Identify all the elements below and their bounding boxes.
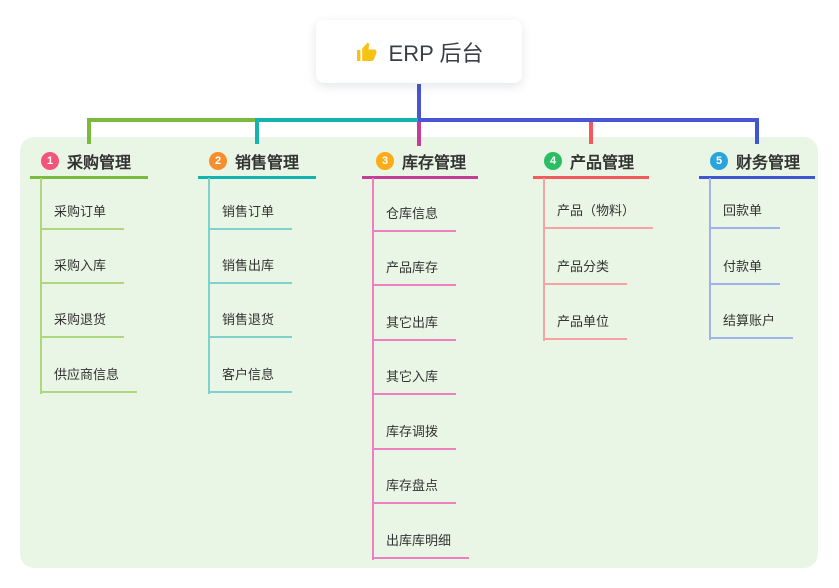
badge-3-icon: 3 — [376, 152, 394, 170]
branch3-underline — [362, 176, 478, 179]
branch5-trunk-line — [709, 178, 711, 340]
connector-bus-mid — [255, 118, 420, 122]
connector-branch4 — [589, 118, 593, 144]
connector-branch5 — [755, 118, 759, 144]
branch2-trunk-line — [208, 178, 210, 394]
connector-branch2 — [255, 118, 259, 144]
node-sales-outbound[interactable]: 销售出库 — [208, 257, 293, 284]
branch1-underline — [30, 176, 148, 179]
node-outbound-detail[interactable]: 出库库明细 — [372, 532, 470, 559]
node-sales-order[interactable]: 销售订单 — [208, 203, 293, 230]
badge-5-icon: 5 — [710, 152, 728, 170]
branch1-trunk-line — [40, 178, 42, 394]
branch2-underline — [198, 176, 316, 179]
branch-label: 采购管理 — [67, 155, 132, 172]
node-purchase-order[interactable]: 采购订单 — [40, 203, 125, 230]
branch-title-finance[interactable]: 5 财务管理 — [710, 149, 800, 173]
node-product-unit[interactable]: 产品单位 — [543, 313, 628, 340]
connector-root — [417, 84, 421, 118]
connector-bus-left — [87, 118, 257, 122]
node-warehouse-info[interactable]: 仓库信息 — [372, 205, 457, 232]
branch-title-inventory[interactable]: 3 库存管理 — [376, 149, 466, 173]
node-supplier-info[interactable]: 供应商信息 — [40, 366, 138, 393]
branches-panel — [20, 137, 818, 568]
badge-1-icon: 1 — [41, 152, 59, 170]
node-product-stock[interactable]: 产品库存 — [372, 259, 457, 286]
node-receipt-bill[interactable]: 回款单 — [709, 202, 781, 229]
branch-title-purchase[interactable]: 1 采购管理 — [41, 149, 131, 173]
branch-title-sales[interactable]: 2 销售管理 — [209, 149, 299, 173]
node-customer-info[interactable]: 客户信息 — [208, 366, 293, 393]
thumbs-up-icon — [356, 42, 376, 61]
node-purchase-inbound[interactable]: 采购入库 — [40, 257, 125, 284]
node-product-material[interactable]: 产品（物料） — [543, 202, 654, 229]
node-product-category[interactable]: 产品分类 — [543, 258, 628, 285]
branch-label: 库存管理 — [402, 155, 467, 172]
root-label: ERP 后台 — [388, 40, 484, 66]
branch-label: 财务管理 — [736, 155, 801, 172]
node-stock-transfer[interactable]: 库存调拨 — [372, 423, 457, 450]
connector-branch1 — [87, 118, 91, 144]
node-purchase-return[interactable]: 采购退货 — [40, 311, 125, 338]
connector-bus-right — [418, 118, 759, 122]
node-other-inbound[interactable]: 其它入库 — [372, 368, 457, 395]
node-payment-bill[interactable]: 付款单 — [709, 258, 781, 285]
branch4-trunk-line — [543, 178, 545, 341]
node-stock-count[interactable]: 库存盘点 — [372, 477, 457, 504]
badge-2-icon: 2 — [209, 152, 227, 170]
branch-label: 销售管理 — [235, 155, 300, 172]
node-other-outbound[interactable]: 其它出库 — [372, 314, 457, 341]
branch3-trunk-line — [372, 178, 374, 560]
branch-title-product[interactable]: 4 产品管理 — [544, 149, 634, 173]
connector-branch3 — [417, 118, 421, 146]
branch4-underline — [533, 176, 649, 179]
branch5-underline — [699, 176, 815, 179]
node-sales-return[interactable]: 销售退货 — [208, 311, 293, 338]
branch-label: 产品管理 — [570, 155, 635, 172]
node-settlement-account[interactable]: 结算账户 — [709, 312, 794, 339]
badge-4-icon: 4 — [544, 152, 562, 170]
root-node-erp[interactable]: ERP 后台 — [316, 20, 522, 83]
